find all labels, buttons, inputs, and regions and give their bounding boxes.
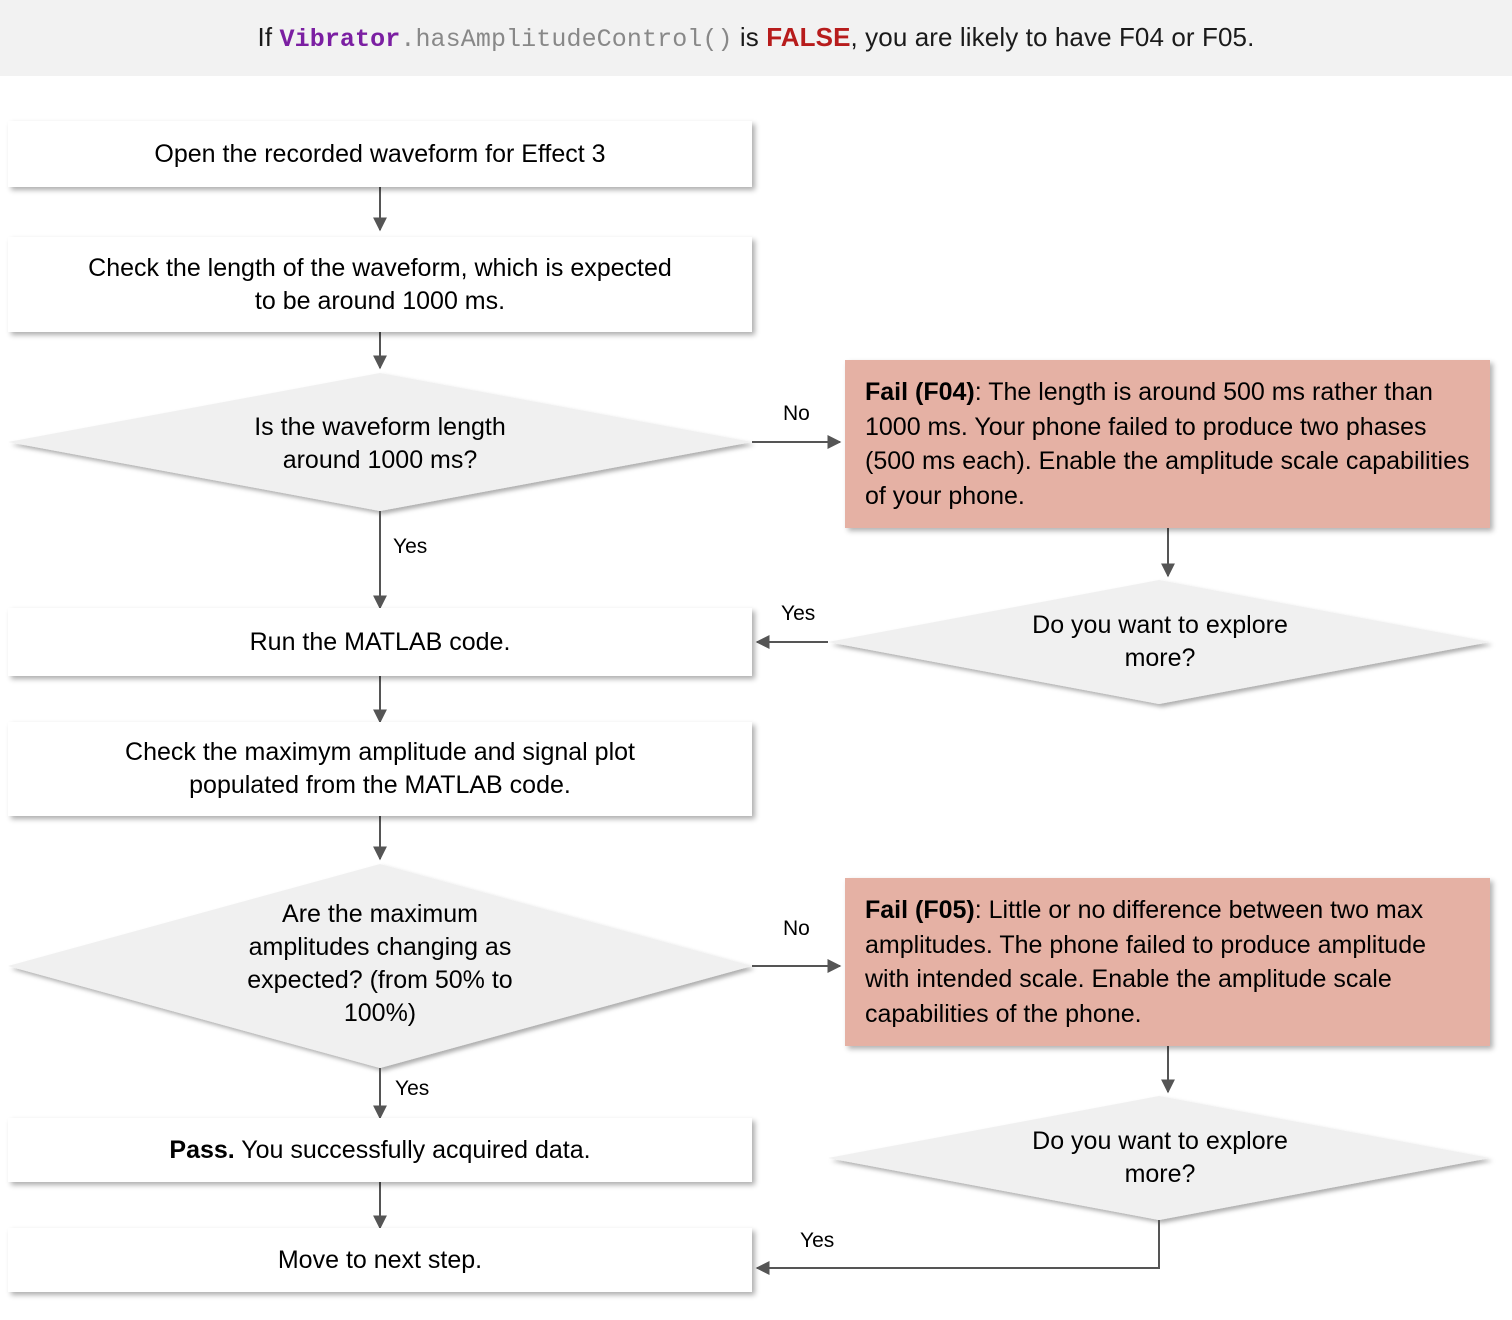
node-decision-amplitudes-line3: expected? (from 50% to — [247, 966, 513, 994]
node-decision-amplitudes-line1: Are the maximum — [282, 900, 478, 928]
edge-label-amp-no: No — [783, 917, 810, 940]
header-prefix: If — [257, 22, 280, 52]
node-pass-title: Pass. — [169, 1135, 235, 1164]
node-decision-explore-bottom-line2: more? — [1124, 1160, 1196, 1188]
header-banner: If Vibrator.hasAmplitudeControl() is FAL… — [0, 0, 1512, 76]
node-decision-amplitudes-line2: amplitudes changing as — [248, 933, 512, 961]
node-fail-f05-title: Fail (F05) — [865, 896, 975, 924]
node-fail-f05-text: Fail (F05): Little or no difference betw… — [865, 893, 1470, 1031]
node-check-amplitude-line2: populated from the MATLAB code. — [189, 771, 571, 799]
node-move-next-step-label: Move to next step. — [277, 1245, 483, 1274]
node-decision-amplitudes[interactable]: Are the maximum amplitudes changing as e… — [110, 893, 650, 1035]
node-check-length-line1: Check the length of the waveform, which … — [88, 253, 672, 282]
node-fail-f04[interactable]: Fail (F04): The length is around 500 ms … — [845, 360, 1490, 528]
node-decision-explore-top[interactable]: Do you want to explore more? — [930, 608, 1390, 676]
code-class-vibrator: Vibrator — [279, 25, 401, 54]
node-decision-amplitudes-line4: 100%) — [343, 999, 417, 1027]
edge-label-length-yes: Yes — [393, 535, 428, 558]
node-run-matlab-label: Run the MATLAB code. — [249, 627, 511, 656]
node-open-waveform-label: Open the recorded waveform for Effect 3 — [154, 139, 606, 168]
node-fail-f04-body: : The length is around 500 ms rather tha… — [865, 378, 1470, 510]
node-fail-f04-title: Fail (F04) — [865, 378, 975, 406]
node-fail-f05[interactable]: Fail (F05): Little or no difference betw… — [845, 878, 1490, 1046]
header-text: If Vibrator.hasAmplitudeControl() is FAL… — [258, 22, 1255, 54]
node-decision-explore-top-line1: Do you want to explore — [1032, 611, 1288, 639]
node-pass-body: You successfully acquired data. — [234, 1135, 591, 1164]
edge-label-explore-bottom-yes: Yes — [800, 1229, 835, 1252]
node-decision-explore-bottom-line1: Do you want to explore — [1032, 1127, 1288, 1155]
node-check-amplitude[interactable]: Check the maximym amplitude and signal p… — [8, 722, 752, 816]
header-mid: is — [732, 22, 767, 52]
edge-label-explore-top-yes: Yes — [781, 602, 816, 625]
header-suffix: , you are likely to have F04 or F05. — [850, 22, 1255, 52]
edge-label-length-no: No — [783, 402, 810, 425]
node-decision-explore-bottom[interactable]: Do you want to explore more? — [930, 1124, 1390, 1192]
node-open-waveform[interactable]: Open the recorded waveform for Effect 3 — [8, 121, 752, 187]
node-move-next-step[interactable]: Move to next step. — [8, 1228, 752, 1292]
node-fail-f05-body: : Little or no difference between two ma… — [865, 896, 1427, 1028]
node-run-matlab[interactable]: Run the MATLAB code. — [8, 608, 752, 676]
node-check-length-line2: to be around 1000 ms. — [254, 286, 506, 315]
node-pass-text: Pass. You successfully acquired data. — [169, 1134, 590, 1167]
node-decision-waveform-length-line2: around 1000 ms? — [282, 446, 478, 474]
node-fail-f04-text: Fail (F04): The length is around 500 ms … — [865, 375, 1470, 513]
edge-label-amp-yes: Yes — [395, 1077, 430, 1100]
node-decision-waveform-length-line1: Is the waveform length — [254, 413, 506, 441]
code-method-hasamplitudecontrol: .hasAmplitudeControl() — [400, 25, 733, 54]
node-check-length[interactable]: Check the length of the waveform, which … — [8, 237, 752, 332]
node-decision-waveform-length[interactable]: Is the waveform length around 1000 ms? — [110, 410, 650, 478]
header-keyword-false: FALSE — [766, 22, 851, 52]
node-decision-explore-top-line2: more? — [1124, 644, 1196, 672]
node-pass[interactable]: Pass. You successfully acquired data. — [8, 1118, 752, 1182]
node-check-amplitude-line1: Check the maximym amplitude and signal p… — [125, 738, 635, 766]
